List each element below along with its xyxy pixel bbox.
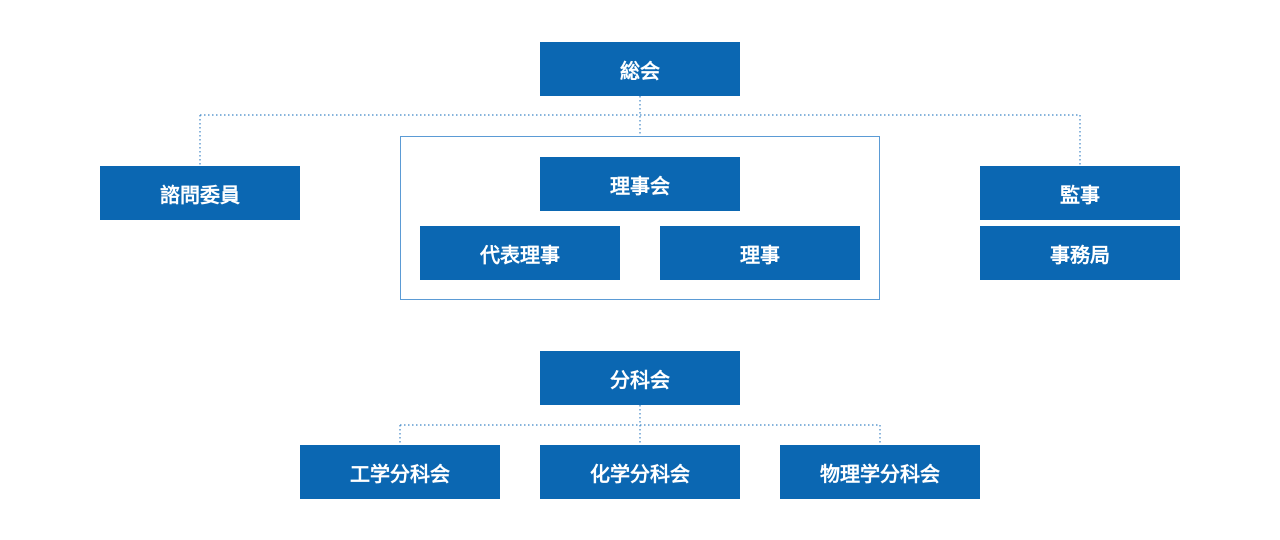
board-group-frame (400, 136, 880, 300)
board-box: 理事会 (540, 157, 740, 211)
director-box: 理事 (660, 226, 860, 280)
chemistry-subcommittee-box: 化学分科会 (540, 445, 740, 499)
physics-subcommittee-box: 物理学分科会 (780, 445, 980, 499)
advisory-committee-box: 諮問委員 (100, 166, 300, 220)
engineering-subcommittee-box: 工学分科会 (300, 445, 500, 499)
secretariat-box: 事務局 (980, 226, 1180, 280)
representative-director-box: 代表理事 (420, 226, 620, 280)
general-assembly-box: 総会 (540, 42, 740, 96)
subcommittee-box: 分科会 (540, 351, 740, 405)
auditor-box: 監事 (980, 166, 1180, 220)
